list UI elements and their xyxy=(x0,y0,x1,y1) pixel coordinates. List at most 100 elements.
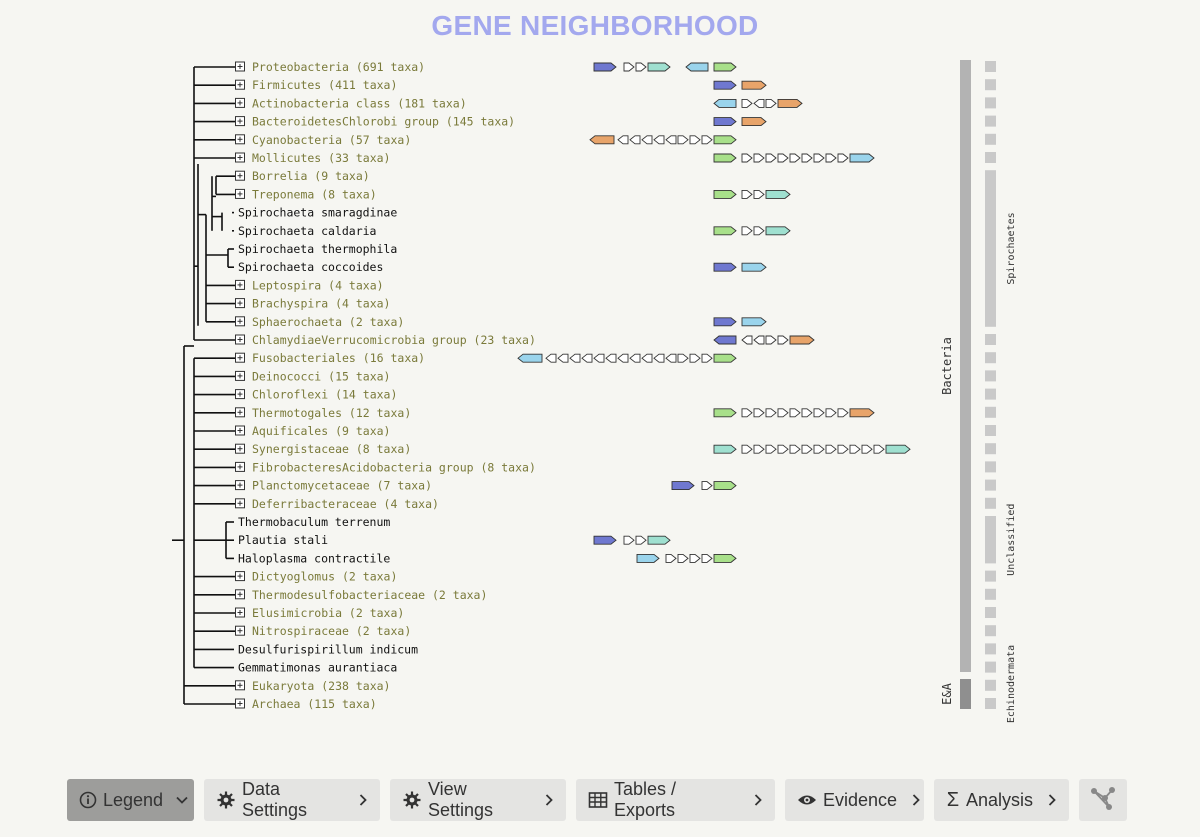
taxon-group-link[interactable]: Actinobacteria class (181 taxa) xyxy=(252,96,467,110)
taxon-group-link[interactable]: Brachyspira (4 taxa) xyxy=(252,297,390,311)
expand-node-button[interactable] xyxy=(235,116,245,127)
phylum-cell[interactable] xyxy=(985,443,996,455)
gene-arrow[interactable] xyxy=(765,98,777,108)
gene-arrow[interactable] xyxy=(689,353,701,363)
gene-arrow[interactable] xyxy=(837,444,849,454)
taxon-group-link[interactable]: Proteobacteria (691 taxa) xyxy=(252,60,425,74)
phylum-cell[interactable] xyxy=(985,643,996,655)
gene-arrow[interactable] xyxy=(789,335,815,345)
gene-arrow[interactable] xyxy=(713,135,737,145)
gene-arrow[interactable] xyxy=(765,408,777,418)
taxon-group-link[interactable]: Synergistaceae (8 taxa) xyxy=(252,442,411,456)
taxon-group-link[interactable]: BacteroidetesChlorobi group (145 taxa) xyxy=(252,115,515,129)
phylum-cell[interactable] xyxy=(985,661,996,673)
phylum-cell[interactable] xyxy=(985,334,996,345)
gene-arrow[interactable] xyxy=(713,353,737,363)
gene-arrow[interactable] xyxy=(713,80,737,90)
taxon-group-link[interactable]: Fusobacteriales (16 taxa) xyxy=(252,351,425,365)
phylum-cell[interactable] xyxy=(985,61,996,72)
phylum-cell[interactable] xyxy=(985,406,996,418)
gene-arrow[interactable] xyxy=(713,153,737,163)
gene-arrow[interactable] xyxy=(557,353,569,363)
expand-node-button[interactable] xyxy=(235,589,245,600)
gene-arrow[interactable] xyxy=(753,226,765,236)
taxon-group-link[interactable]: Dictyoglomus (2 taxa) xyxy=(252,570,397,584)
gene-arrow[interactable] xyxy=(636,553,660,563)
expand-node-button[interactable] xyxy=(235,680,245,691)
gene-arrow[interactable] xyxy=(641,353,653,363)
gene-arrow[interactable] xyxy=(777,153,789,163)
expand-node-button[interactable] xyxy=(235,79,245,90)
gene-arrow[interactable] xyxy=(701,481,713,491)
expand-node-button[interactable] xyxy=(235,607,245,618)
gene-arrow[interactable] xyxy=(813,153,825,163)
gene-arrow[interactable] xyxy=(813,444,825,454)
expand-node-button[interactable] xyxy=(235,571,245,582)
gene-arrow[interactable] xyxy=(837,153,849,163)
gene-arrow[interactable] xyxy=(623,535,635,545)
expand-node-button[interactable] xyxy=(235,279,245,290)
gene-arrow[interactable] xyxy=(741,262,767,272)
phylum-cell[interactable] xyxy=(985,588,996,600)
gene-arrow[interactable] xyxy=(765,153,777,163)
gene-arrow[interactable] xyxy=(741,98,753,108)
phylum-bar[interactable] xyxy=(985,516,996,564)
gene-arrow[interactable] xyxy=(753,189,765,199)
gene-arrow[interactable] xyxy=(617,353,629,363)
taxon-group-link[interactable]: FibrobacteresAcidobacteria group (8 taxa… xyxy=(252,460,536,474)
gene-arrow[interactable] xyxy=(581,353,593,363)
expand-node-button[interactable] xyxy=(235,170,245,181)
gene-arrow[interactable] xyxy=(677,353,689,363)
gene-arrow[interactable] xyxy=(837,408,849,418)
gene-arrow[interactable] xyxy=(653,135,665,145)
taxon-group-link[interactable]: Nitrospiraceae (2 taxa) xyxy=(252,624,411,638)
gene-arrow[interactable] xyxy=(789,153,801,163)
gene-arrow[interactable] xyxy=(647,535,671,545)
phylum-cell[interactable] xyxy=(985,425,996,436)
expand-node-button[interactable] xyxy=(235,389,245,400)
gene-arrow[interactable] xyxy=(701,135,713,145)
expand-node-button[interactable] xyxy=(235,61,245,72)
expand-node-button[interactable] xyxy=(235,298,245,309)
gene-arrow[interactable] xyxy=(629,135,641,145)
gene-arrow[interactable] xyxy=(701,353,713,363)
gene-arrow[interactable] xyxy=(689,553,701,563)
gene-arrow[interactable] xyxy=(873,444,885,454)
phylum-cell[interactable] xyxy=(985,352,996,364)
gene-arrow[interactable] xyxy=(589,135,615,145)
phylum-cell[interactable] xyxy=(985,625,996,637)
gene-arrow[interactable] xyxy=(741,408,753,418)
taxon-group-link[interactable]: Mollicutes (33 taxa) xyxy=(252,151,390,165)
gene-arrow[interactable] xyxy=(517,353,543,363)
gene-arrow[interactable] xyxy=(741,317,767,327)
gene-arrow[interactable] xyxy=(741,335,753,345)
gene-arrow[interactable] xyxy=(671,481,695,491)
phylum-cell[interactable] xyxy=(985,388,996,400)
gene-arrow[interactable] xyxy=(653,353,665,363)
gene-arrow[interactable] xyxy=(741,226,753,236)
gene-arrow[interactable] xyxy=(665,135,677,145)
taxon-group-link[interactable]: Chloroflexi (14 taxa) xyxy=(252,388,397,402)
gene-arrow[interactable] xyxy=(713,444,737,454)
gene-arrow[interactable] xyxy=(701,553,713,563)
gene-arrow[interactable] xyxy=(713,62,737,72)
gene-arrow[interactable] xyxy=(623,62,635,72)
data-settings-button[interactable]: Data Settings xyxy=(204,779,380,821)
gene-arrow[interactable] xyxy=(825,444,837,454)
gene-arrow[interactable] xyxy=(753,98,765,108)
expand-node-button[interactable] xyxy=(235,134,245,145)
kingdom-bar-ea[interactable] xyxy=(960,679,971,709)
gene-arrow[interactable] xyxy=(713,117,737,127)
gene-arrow[interactable] xyxy=(647,62,671,72)
phylum-cell[interactable] xyxy=(985,607,996,618)
gene-arrow[interactable] xyxy=(765,189,791,199)
phylum-cell[interactable] xyxy=(985,570,996,582)
gene-arrow[interactable] xyxy=(713,317,737,327)
expand-node-button[interactable] xyxy=(235,407,245,418)
gene-arrow[interactable] xyxy=(753,408,765,418)
gene-arrow[interactable] xyxy=(685,62,709,72)
gene-arrow[interactable] xyxy=(593,62,617,72)
expand-node-button[interactable] xyxy=(235,425,245,436)
taxon-group-link[interactable]: Thermotogales (12 taxa) xyxy=(252,406,411,420)
taxon-group-link[interactable]: Leptospira (4 taxa) xyxy=(252,278,384,292)
